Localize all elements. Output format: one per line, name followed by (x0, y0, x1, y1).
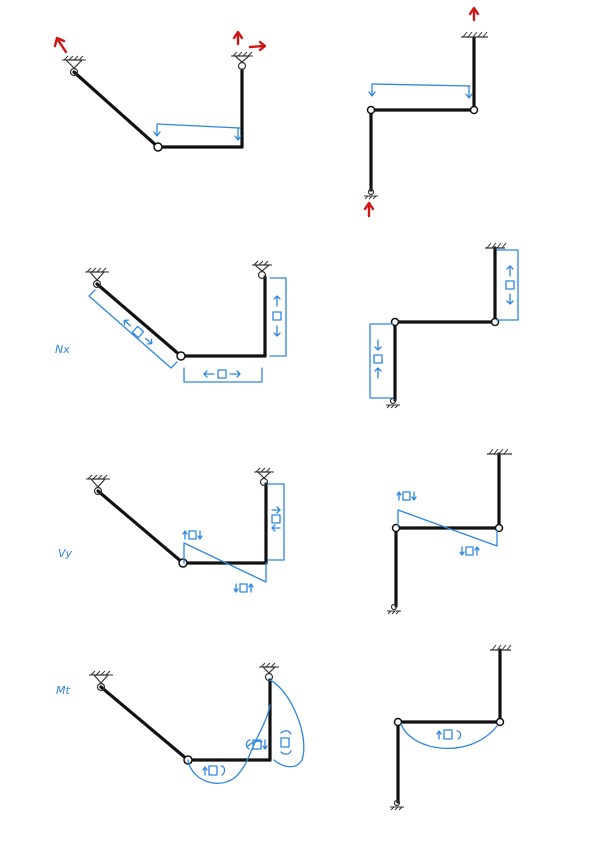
fixed-support-icon (485, 242, 507, 249)
row-2-axial: Nx (55, 242, 519, 409)
fixed-support-icon (490, 644, 512, 651)
shear-diagram-horizontal (182, 530, 267, 593)
internal-hinge-icon (178, 558, 188, 568)
moment-label: Mt (56, 684, 70, 697)
distributed-load (368, 83, 473, 99)
axial-diagram-vertical (269, 277, 287, 357)
shear-label: Vy (58, 547, 73, 560)
right-frame-3 (387, 448, 512, 615)
internal-hinge-icon (366, 105, 376, 115)
pin-support-icon (390, 799, 404, 811)
axial-diagram-vertical (369, 323, 394, 399)
left-frame-3 (86, 467, 285, 593)
left-frame-4 (89, 662, 305, 784)
right-frame-4 (390, 644, 512, 811)
pin-support-icon (85, 267, 109, 289)
fixed-support-icon (487, 448, 512, 455)
sign-convention-element-icon (280, 730, 292, 755)
internal-hinge-icon (495, 717, 505, 727)
pin-support-icon (364, 188, 378, 200)
shear-diagram-vertical (267, 483, 285, 561)
sign-convention-element-icon (459, 546, 480, 556)
moment-diagram (187, 679, 305, 784)
internal-hinge-icon (176, 351, 186, 361)
sign-convention-element-icon (245, 739, 268, 750)
reaction-arrow-icon (232, 30, 244, 46)
pin-support-icon (62, 55, 86, 77)
pin-support-icon (89, 670, 113, 692)
reaction-arrow-icon (468, 6, 480, 22)
pin-support-icon (254, 467, 274, 487)
reaction-arrow-icon (53, 36, 68, 54)
right-frame-2 (369, 242, 519, 409)
sign-convention-element-icon (182, 530, 203, 540)
moment-diagram (400, 723, 498, 749)
distributed-load (153, 123, 242, 141)
row-4-moment: Mt (56, 644, 512, 811)
axial-diagram-inclined (88, 289, 178, 369)
left-frame-1 (53, 30, 267, 152)
internal-hinge-icon (393, 717, 403, 727)
pin-support-icon (387, 603, 401, 615)
shear-diagram-horizontal (396, 491, 498, 556)
internal-hinge-icon (469, 105, 479, 115)
internal-hinge-icon (153, 142, 163, 152)
pin-support-icon (386, 397, 400, 409)
axial-label: Nx (55, 343, 70, 356)
reaction-arrow-icon (363, 201, 375, 218)
sign-convention-element-icon (233, 583, 254, 593)
axial-diagram-horizontal (183, 367, 263, 383)
pin-support-icon (252, 260, 272, 280)
reaction-arrow-icon (248, 40, 267, 52)
pin-support-icon (259, 662, 279, 682)
sign-convention-element-icon (202, 765, 226, 776)
axial-diagram-vertical (496, 249, 519, 321)
row-1-loading (53, 6, 488, 218)
sign-convention-element-icon (123, 319, 153, 345)
left-frame-2 (85, 260, 287, 383)
pin-support-icon (231, 51, 253, 71)
sign-convention-element-icon (436, 729, 462, 740)
pin-support-icon (86, 474, 110, 496)
sign-convention-element-icon (396, 491, 417, 501)
right-frame-1 (363, 6, 488, 218)
row-3-shear: Vy (58, 448, 512, 615)
fixed-support-icon (461, 31, 488, 38)
